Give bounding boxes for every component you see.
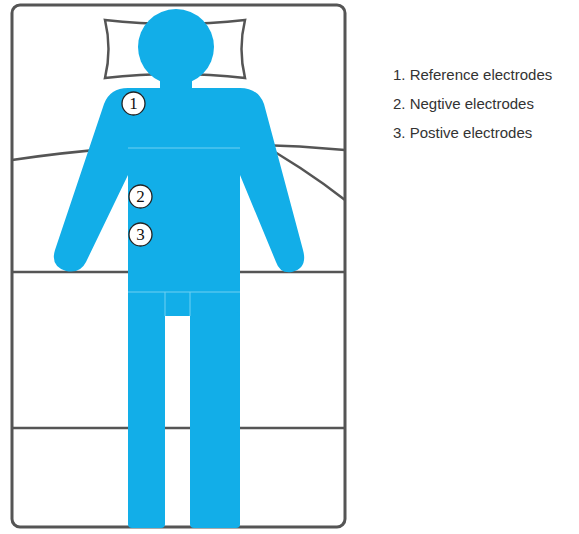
mattress-line <box>12 427 345 430</box>
electrode-marker: 2 <box>128 184 153 209</box>
callout-number: 2 <box>136 188 145 205</box>
seam-line <box>165 292 166 316</box>
bed-frame <box>12 5 345 527</box>
electrode-circle <box>122 92 145 115</box>
seam-line <box>128 292 240 293</box>
seam-line <box>128 148 240 149</box>
electrode-marker: 3 <box>128 222 153 247</box>
human-body <box>54 9 304 528</box>
callout-number: 1 <box>129 95 138 112</box>
legend-item-text: 3. Postive electrodes <box>393 124 532 141</box>
electrode-circle <box>129 223 152 246</box>
right-leg <box>190 312 240 528</box>
legend-item-text: 1. Reference electrodes <box>393 66 552 83</box>
seam-line <box>190 292 191 316</box>
left-leg <box>128 312 165 528</box>
electrode-marker: 1 <box>121 91 146 116</box>
torso-arms <box>54 88 304 292</box>
electrode-circle <box>129 185 152 208</box>
body-seams <box>128 148 240 316</box>
callout-number: 3 <box>136 226 145 243</box>
legend-item-text: 2. Negtive electrodes <box>393 95 534 112</box>
